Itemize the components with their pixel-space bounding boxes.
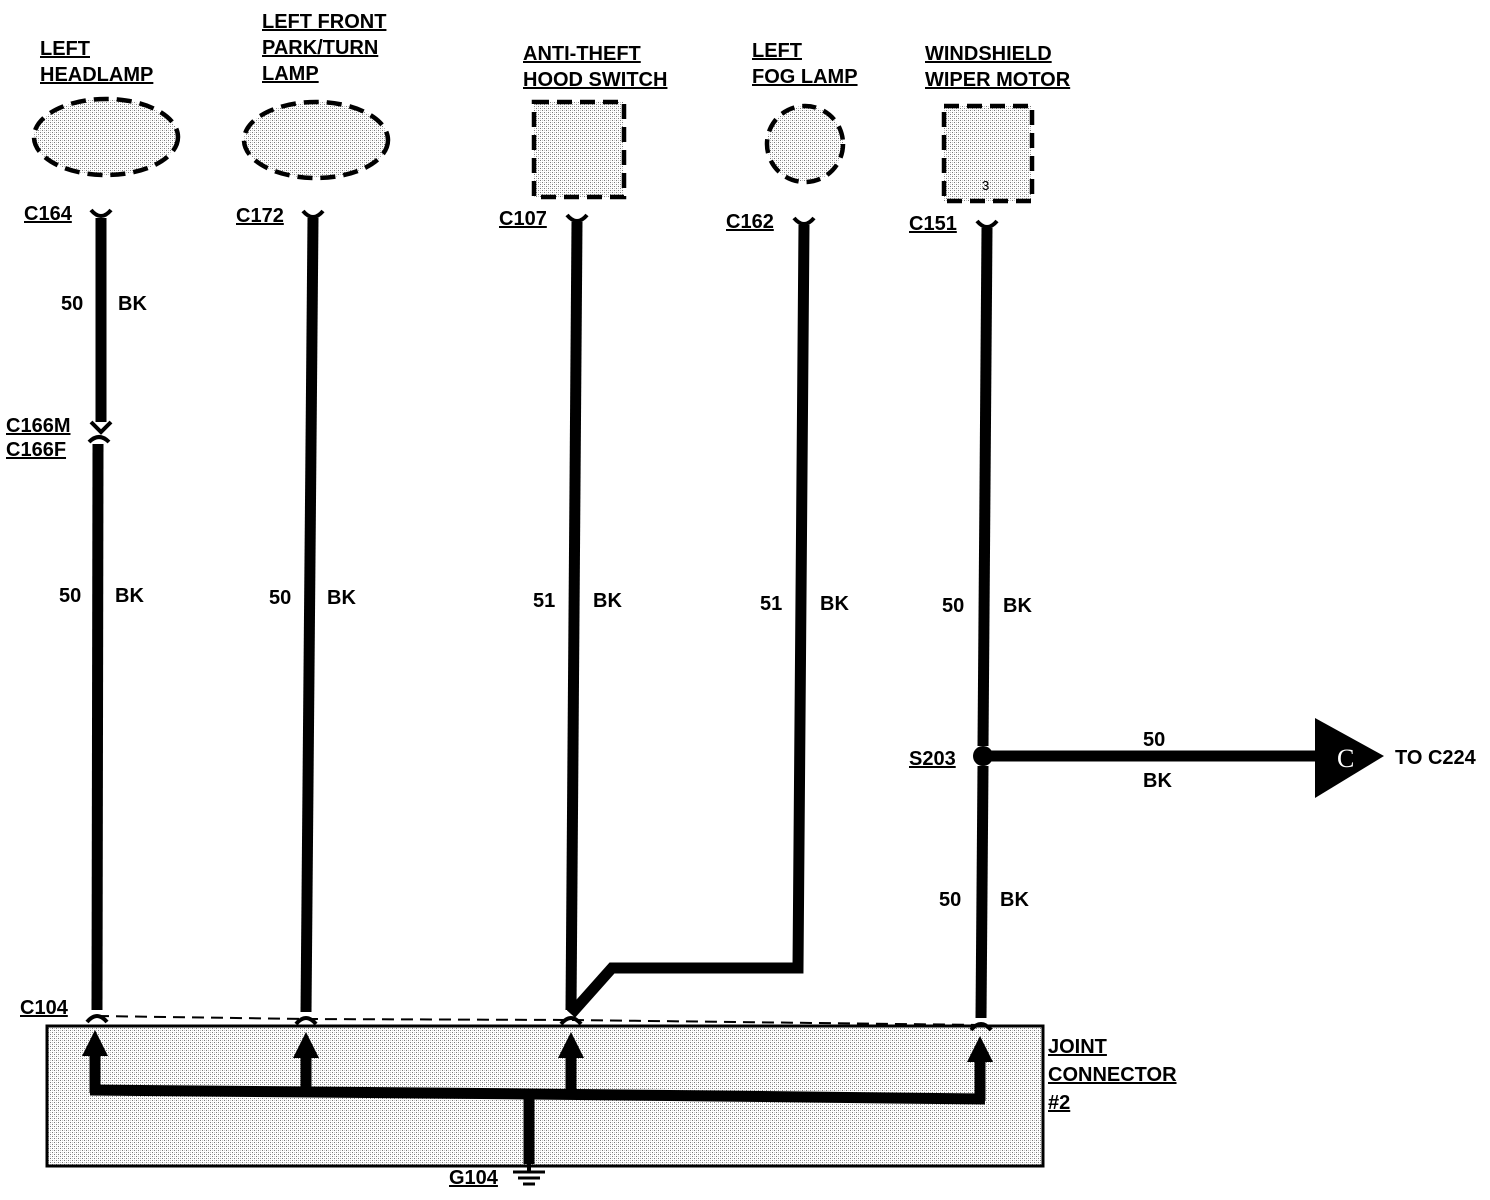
ground-g104-label: G104 (449, 1167, 499, 1189)
joint-connector-label-3: #2 (1048, 1092, 1070, 1114)
wire-park-turn (300, 217, 319, 1013)
connector-c162-label: C162 (726, 211, 774, 233)
connector-c151-label: C151 (909, 213, 957, 235)
wire-circuit-label: 51 (533, 590, 555, 612)
wire-fog-lamp (566, 224, 810, 1018)
terminal-c172 (301, 209, 325, 219)
joint-arrow-2 (293, 1032, 319, 1058)
left-headlamp-shape (31, 96, 181, 178)
terminal-c104-3 (559, 1016, 583, 1026)
fog-lamp-label-2: FOG LAMP (752, 66, 858, 88)
terminal-c107 (565, 213, 589, 223)
fog-lamp-shape (764, 103, 846, 185)
hood-switch-label-1: ANTI-THEFT (523, 43, 641, 65)
c104-dashed-line (96, 1015, 982, 1026)
wire-color-label: BK (1000, 889, 1029, 911)
wire-color-label: BK (593, 590, 622, 612)
wiper-motor-label-2: WIPER MOTOR (925, 69, 1071, 91)
park-turn-lamp-shape (241, 99, 391, 181)
park-turn-label-1: LEFT FRONT (262, 11, 386, 33)
terminal-c104-2 (294, 1016, 318, 1026)
fog-lamp-label-1: LEFT (752, 40, 802, 62)
terminal-c164 (89, 208, 113, 218)
joint-connector-label-2: CONNECTOR (1048, 1064, 1177, 1086)
hood-switch-label-2: HOOD SWITCH (523, 69, 667, 91)
splice-s203-label: S203 (909, 748, 956, 770)
wire-color-label: BK (327, 587, 356, 609)
splice-s203-dot (973, 746, 993, 766)
connector-c164-label: C164 (24, 203, 73, 225)
wire-wiper-lower (975, 765, 989, 1019)
wiper-motor-label-1: WINDSHIELD (925, 43, 1052, 65)
left-headlamp-label-2: HEADLAMP (40, 64, 153, 86)
inline-connector-c166-female (87, 435, 111, 444)
wire-circuit-label: 51 (760, 593, 782, 615)
wire-color-label: BK (115, 585, 144, 607)
offpage-connector-letter: C (1337, 744, 1354, 773)
wire-color-label: BK (118, 293, 147, 315)
wire-circuit-label: 50 (1143, 729, 1165, 751)
wire-color-label: BK (1143, 770, 1172, 792)
wire-circuit-label: 50 (59, 585, 81, 607)
connector-c104-label: C104 (20, 997, 69, 1019)
park-turn-label-2: PARK/TURN (262, 37, 378, 59)
wire-circuit-label: 50 (61, 293, 83, 315)
wire-color-label: BK (820, 593, 849, 615)
wire-color-label: BK (1003, 595, 1032, 617)
wire-hood-switch (565, 221, 583, 1011)
offpage-connector-arrow (1315, 718, 1384, 798)
terminal-c151 (975, 219, 999, 229)
joint-arrow-1 (82, 1030, 108, 1056)
hood-switch-shape (531, 99, 627, 200)
joint-arrow-4 (967, 1036, 993, 1062)
wire-circuit-label: 50 (942, 595, 964, 617)
park-turn-label-3: LAMP (262, 63, 319, 85)
joint-connector-label-1: JOINT (1048, 1036, 1107, 1058)
wire-circuit-label: 50 (269, 587, 291, 609)
connector-c166f-label: C166F (6, 439, 66, 461)
inline-connector-c166-male (89, 420, 113, 435)
wire-circuit-label: 50 (939, 889, 961, 911)
connector-c172-label: C172 (236, 205, 284, 227)
connector-c107-label: C107 (499, 208, 547, 230)
offpage-destination-label: TO C224 (1395, 747, 1477, 769)
connector-c166m-label: C166M (6, 415, 70, 437)
wiper-motor-shape (941, 103, 1035, 204)
wire-headlamp-lower (91, 443, 104, 1011)
left-headlamp-label-1: LEFT (40, 38, 90, 60)
terminal-c104-4 (969, 1022, 993, 1032)
terminal-c104-1 (85, 1014, 109, 1024)
wiper-motor-pin-label: 3 (982, 178, 989, 193)
joint-arrow-3 (558, 1032, 584, 1058)
wire-wiper-upper (977, 227, 993, 747)
ground-symbol-icon (513, 1170, 545, 1186)
terminal-c162 (792, 216, 816, 226)
